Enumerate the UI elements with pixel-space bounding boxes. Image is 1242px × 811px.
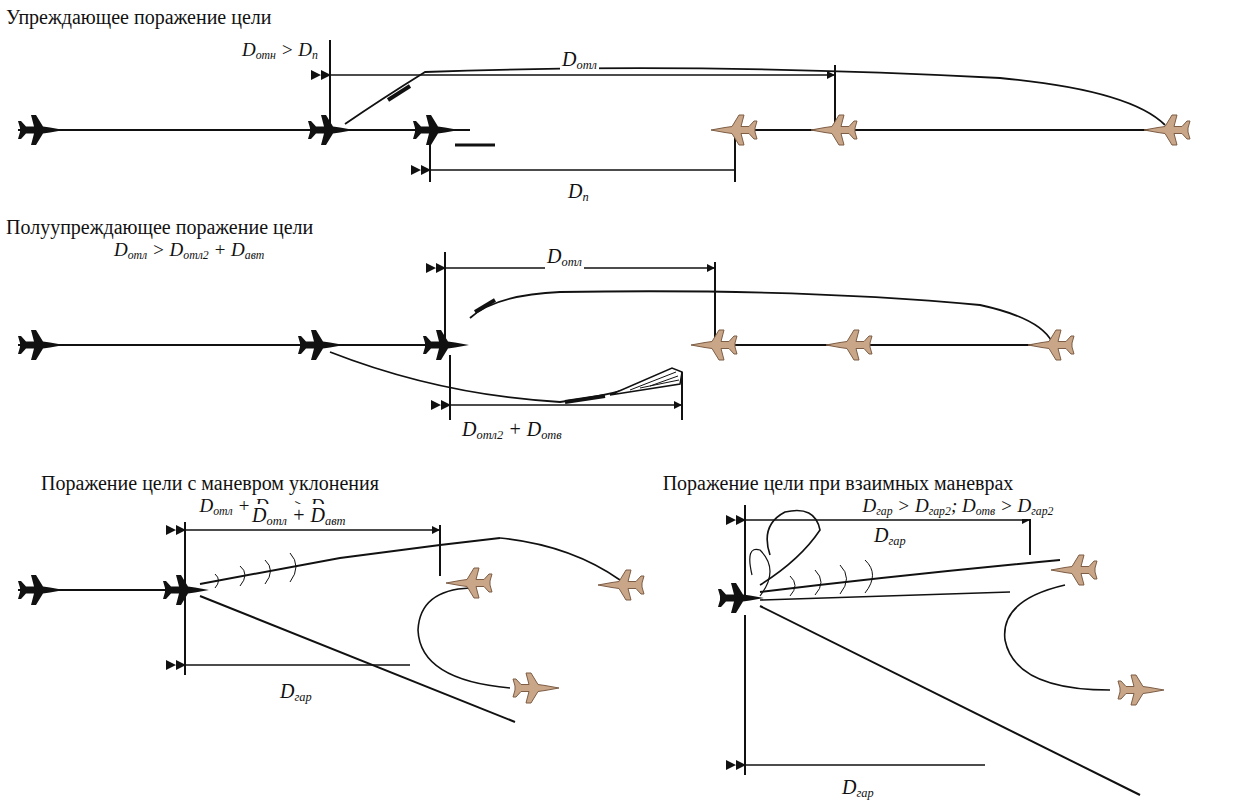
panel-title: Поражение цели с маневром уклонения	[39, 472, 381, 494]
distance-label: Dотл	[560, 48, 599, 73]
distance-label: Dгар	[840, 776, 876, 801]
condition-formula: Dотл > Dотл2 + Dавт	[112, 240, 266, 263]
panel-title: Полуупреждающее поражение цели	[4, 216, 315, 238]
enemy-aircraft	[446, 115, 1190, 705]
friendly-aircraft	[18, 115, 764, 613]
panel-title: Поражение цели при взаимных маневрах	[661, 472, 1016, 494]
distance-label: Dотл2 + Dотв	[460, 418, 564, 443]
panel-2	[18, 252, 1052, 420]
condition-formula: Dотн > Dп	[240, 40, 320, 63]
condition-formula: Dгар > Dгар2; Dотв > Dгар2	[861, 496, 1056, 519]
distance-label: Dгар	[872, 524, 908, 549]
distance-label: Dотл + Dавт	[250, 504, 347, 529]
distance-label: Dп	[566, 180, 591, 205]
panel-3	[18, 522, 620, 722]
distance-label: Dотл	[545, 245, 584, 270]
panel-4	[745, 505, 1140, 795]
panel-title: Упреждающее поражение цели	[4, 6, 274, 28]
distance-label: Dгар	[278, 680, 314, 705]
panel-1	[18, 40, 1165, 182]
